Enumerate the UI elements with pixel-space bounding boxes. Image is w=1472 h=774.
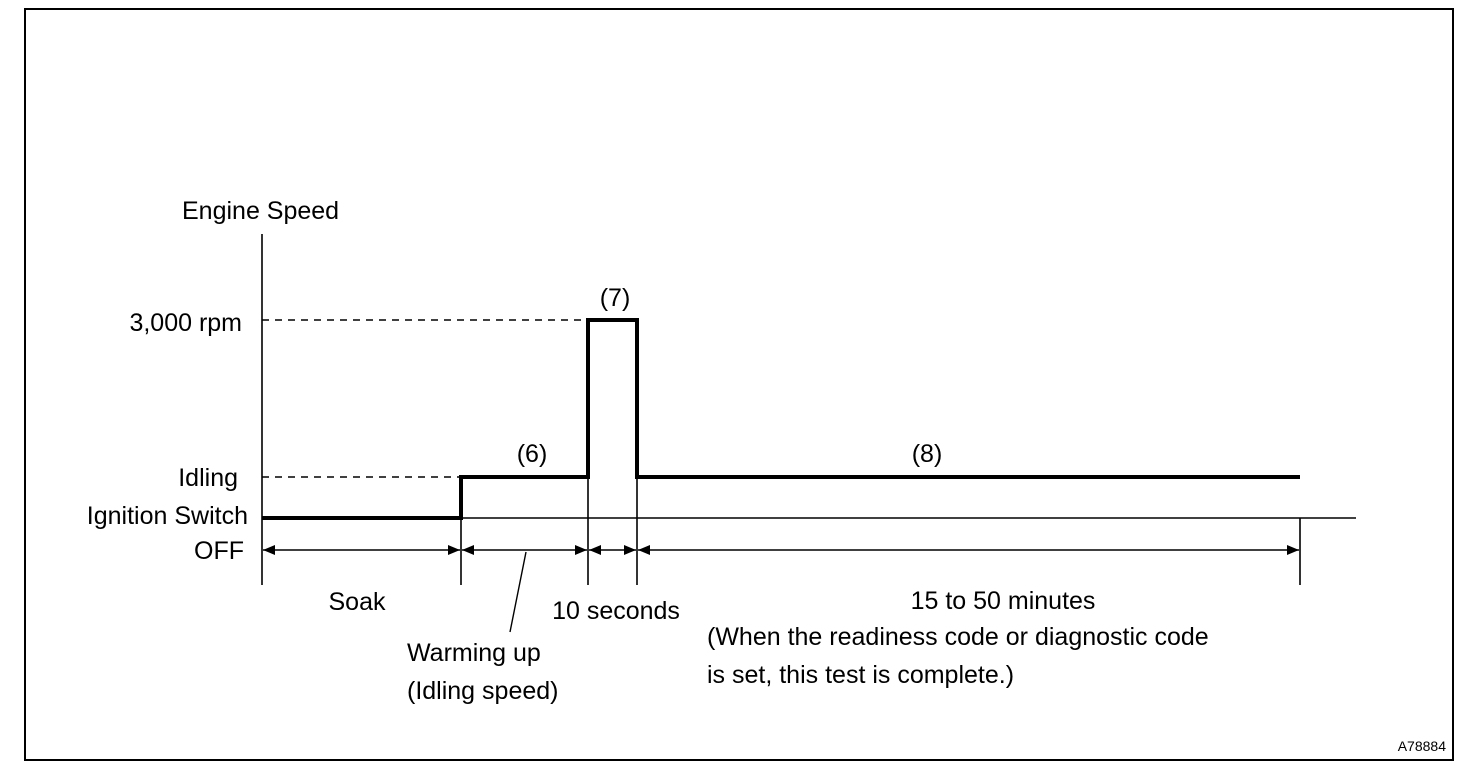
- step-6-label: (6): [517, 440, 548, 468]
- drive-duration-label: 15 to 50 minutes: [911, 587, 1096, 615]
- rpm-3000-label: 3,000 rpm: [129, 309, 242, 337]
- soak-label: Soak: [329, 588, 386, 616]
- engine-speed-axis-title: Engine Speed: [182, 197, 339, 225]
- off-label: OFF: [194, 537, 244, 565]
- figure-frame: [24, 8, 1454, 761]
- figure-code: A78884: [1398, 738, 1446, 754]
- step-7-label: (7): [600, 284, 631, 312]
- drive-note-line-2: is set, this test is complete.): [707, 661, 1014, 689]
- step-8-label: (8): [912, 440, 943, 468]
- ignition-switch-label: Ignition Switch: [87, 502, 248, 530]
- idling-level-label: Idling: [178, 464, 238, 492]
- idling-speed-label: (Idling speed): [407, 677, 558, 705]
- warming-up-leader-line: [509, 551, 527, 633]
- warming-up-label: Warming up: [407, 639, 541, 667]
- engine-speed-profile-line: [262, 318, 1300, 520]
- ten-seconds-label: 10 seconds: [552, 597, 680, 625]
- drive-note-line-1: (When the readiness code or diagnostic c…: [707, 623, 1209, 651]
